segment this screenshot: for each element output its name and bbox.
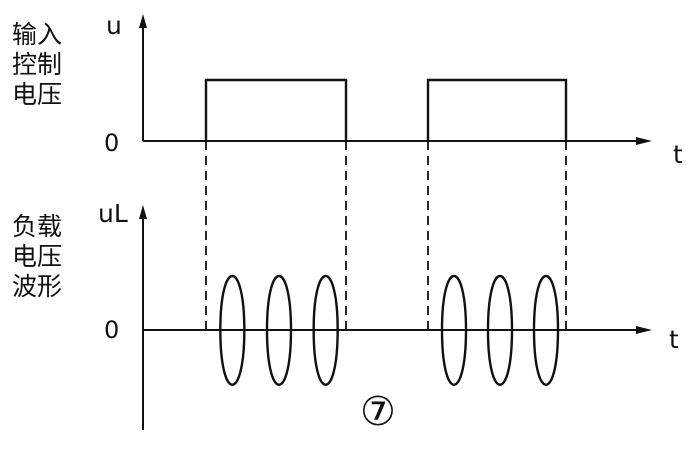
control-pulse-1	[204, 78, 348, 141]
oscillation-positive-lobe	[532, 275, 560, 331]
figure-number: ⑦	[360, 389, 396, 435]
label-line: 控制	[12, 50, 63, 79]
control-pulse-2	[426, 78, 568, 141]
oscillation-positive-lobe	[219, 275, 246, 331]
top-zero-label: 0	[104, 129, 120, 157]
oscillation-negative-lobe	[219, 329, 246, 386]
oscillation-negative-lobe	[440, 329, 468, 386]
bottom-y-arrow	[139, 205, 147, 219]
oscillation-negative-lobe	[265, 329, 293, 386]
label-line: 电压	[12, 80, 63, 109]
oscillation-positive-lobe	[486, 275, 514, 331]
oscillation-positive-lobe	[312, 275, 339, 331]
label-line: 电压	[12, 242, 63, 271]
label-line: 波形	[12, 272, 63, 301]
oscillation-negative-lobe	[312, 329, 339, 386]
label-line: 输入	[12, 20, 63, 49]
top-x-axis-label: t	[673, 140, 683, 169]
top-x-arrow	[636, 137, 652, 145]
oscillation-negative-lobe	[532, 329, 560, 386]
top-y-axis-label: u	[106, 11, 122, 40]
oscillation-positive-lobe	[440, 275, 468, 331]
bottom-x-arrow	[636, 326, 652, 334]
oscillation-negative-lobe	[486, 329, 514, 386]
bottom-x-axis-label: t	[669, 325, 679, 354]
oscillation-positive-lobe	[265, 275, 293, 331]
load-voltage-oscillations	[219, 275, 560, 386]
bottom-y-axis-label: uL	[98, 199, 128, 228]
load-voltage-waveform-label: 负载 电压 波形	[12, 212, 62, 302]
bottom-zero-label: 0	[104, 316, 120, 344]
input-control-voltage-label: 输入 控制 电压	[12, 20, 62, 110]
top-y-arrow	[139, 14, 147, 28]
label-line: 负载	[12, 212, 63, 241]
